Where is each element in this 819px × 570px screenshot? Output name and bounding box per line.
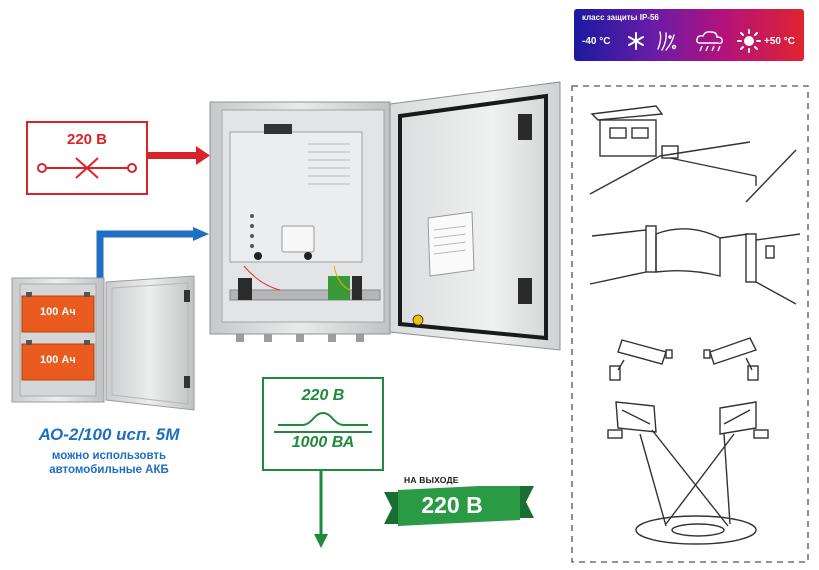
barrier-icon — [589, 105, 797, 203]
switch-symbol-icon — [37, 157, 137, 179]
output-spec-box: 220 В 1000 ВА — [262, 377, 384, 471]
floodlight-icon — [607, 401, 769, 545]
input-arrow — [146, 146, 210, 165]
applications-panel — [571, 85, 809, 563]
camera-icon — [609, 339, 673, 381]
input-voltage-label: 220 В — [66, 131, 108, 148]
output-arrow — [314, 469, 328, 548]
output-voltage-label: 220 В — [301, 387, 345, 404]
battery-cabinet-image — [11, 275, 195, 411]
output-caption: НА ВЫХОДЕ — [404, 475, 459, 485]
protection-class-badge: класс защиты IP-56 -40 °C +50 °C — [574, 9, 804, 61]
output-voltage-badge: 220 В — [421, 492, 483, 518]
battery-cabinet-model: АО-2/100 исп. 5М — [38, 425, 180, 444]
battery-arrow — [96, 227, 209, 286]
sine-wave-icon — [278, 411, 368, 426]
protection-class-label: класс защиты IP-56 — [582, 13, 659, 22]
battery-cabinet-note: можно использовть автомобильные АКБ — [14, 449, 204, 477]
input-voltage-box: 220 В — [26, 121, 148, 195]
battery-note-line-1: можно использовть — [51, 450, 167, 462]
camera-icon-2 — [703, 337, 759, 381]
battery-capacity-1: 100 Ач — [40, 306, 76, 318]
output-power-label: 1000 ВА — [291, 434, 355, 451]
wind-icon — [657, 31, 677, 51]
output-ribbon — [384, 486, 534, 526]
battery-note-line-2: автомобильные АКБ — [49, 464, 169, 476]
rain-cloud-icon — [696, 31, 723, 52]
sun-icon — [737, 29, 761, 53]
gate-icon — [589, 225, 801, 305]
temp-max-label: +50 °C — [764, 36, 795, 47]
ups-cabinet-image — [209, 81, 561, 351]
battery-capacity-2: 100 Ач — [40, 354, 76, 366]
divider — [274, 431, 372, 433]
temp-min-label: -40 °C — [582, 36, 611, 47]
snowflake-icon — [628, 32, 644, 50]
